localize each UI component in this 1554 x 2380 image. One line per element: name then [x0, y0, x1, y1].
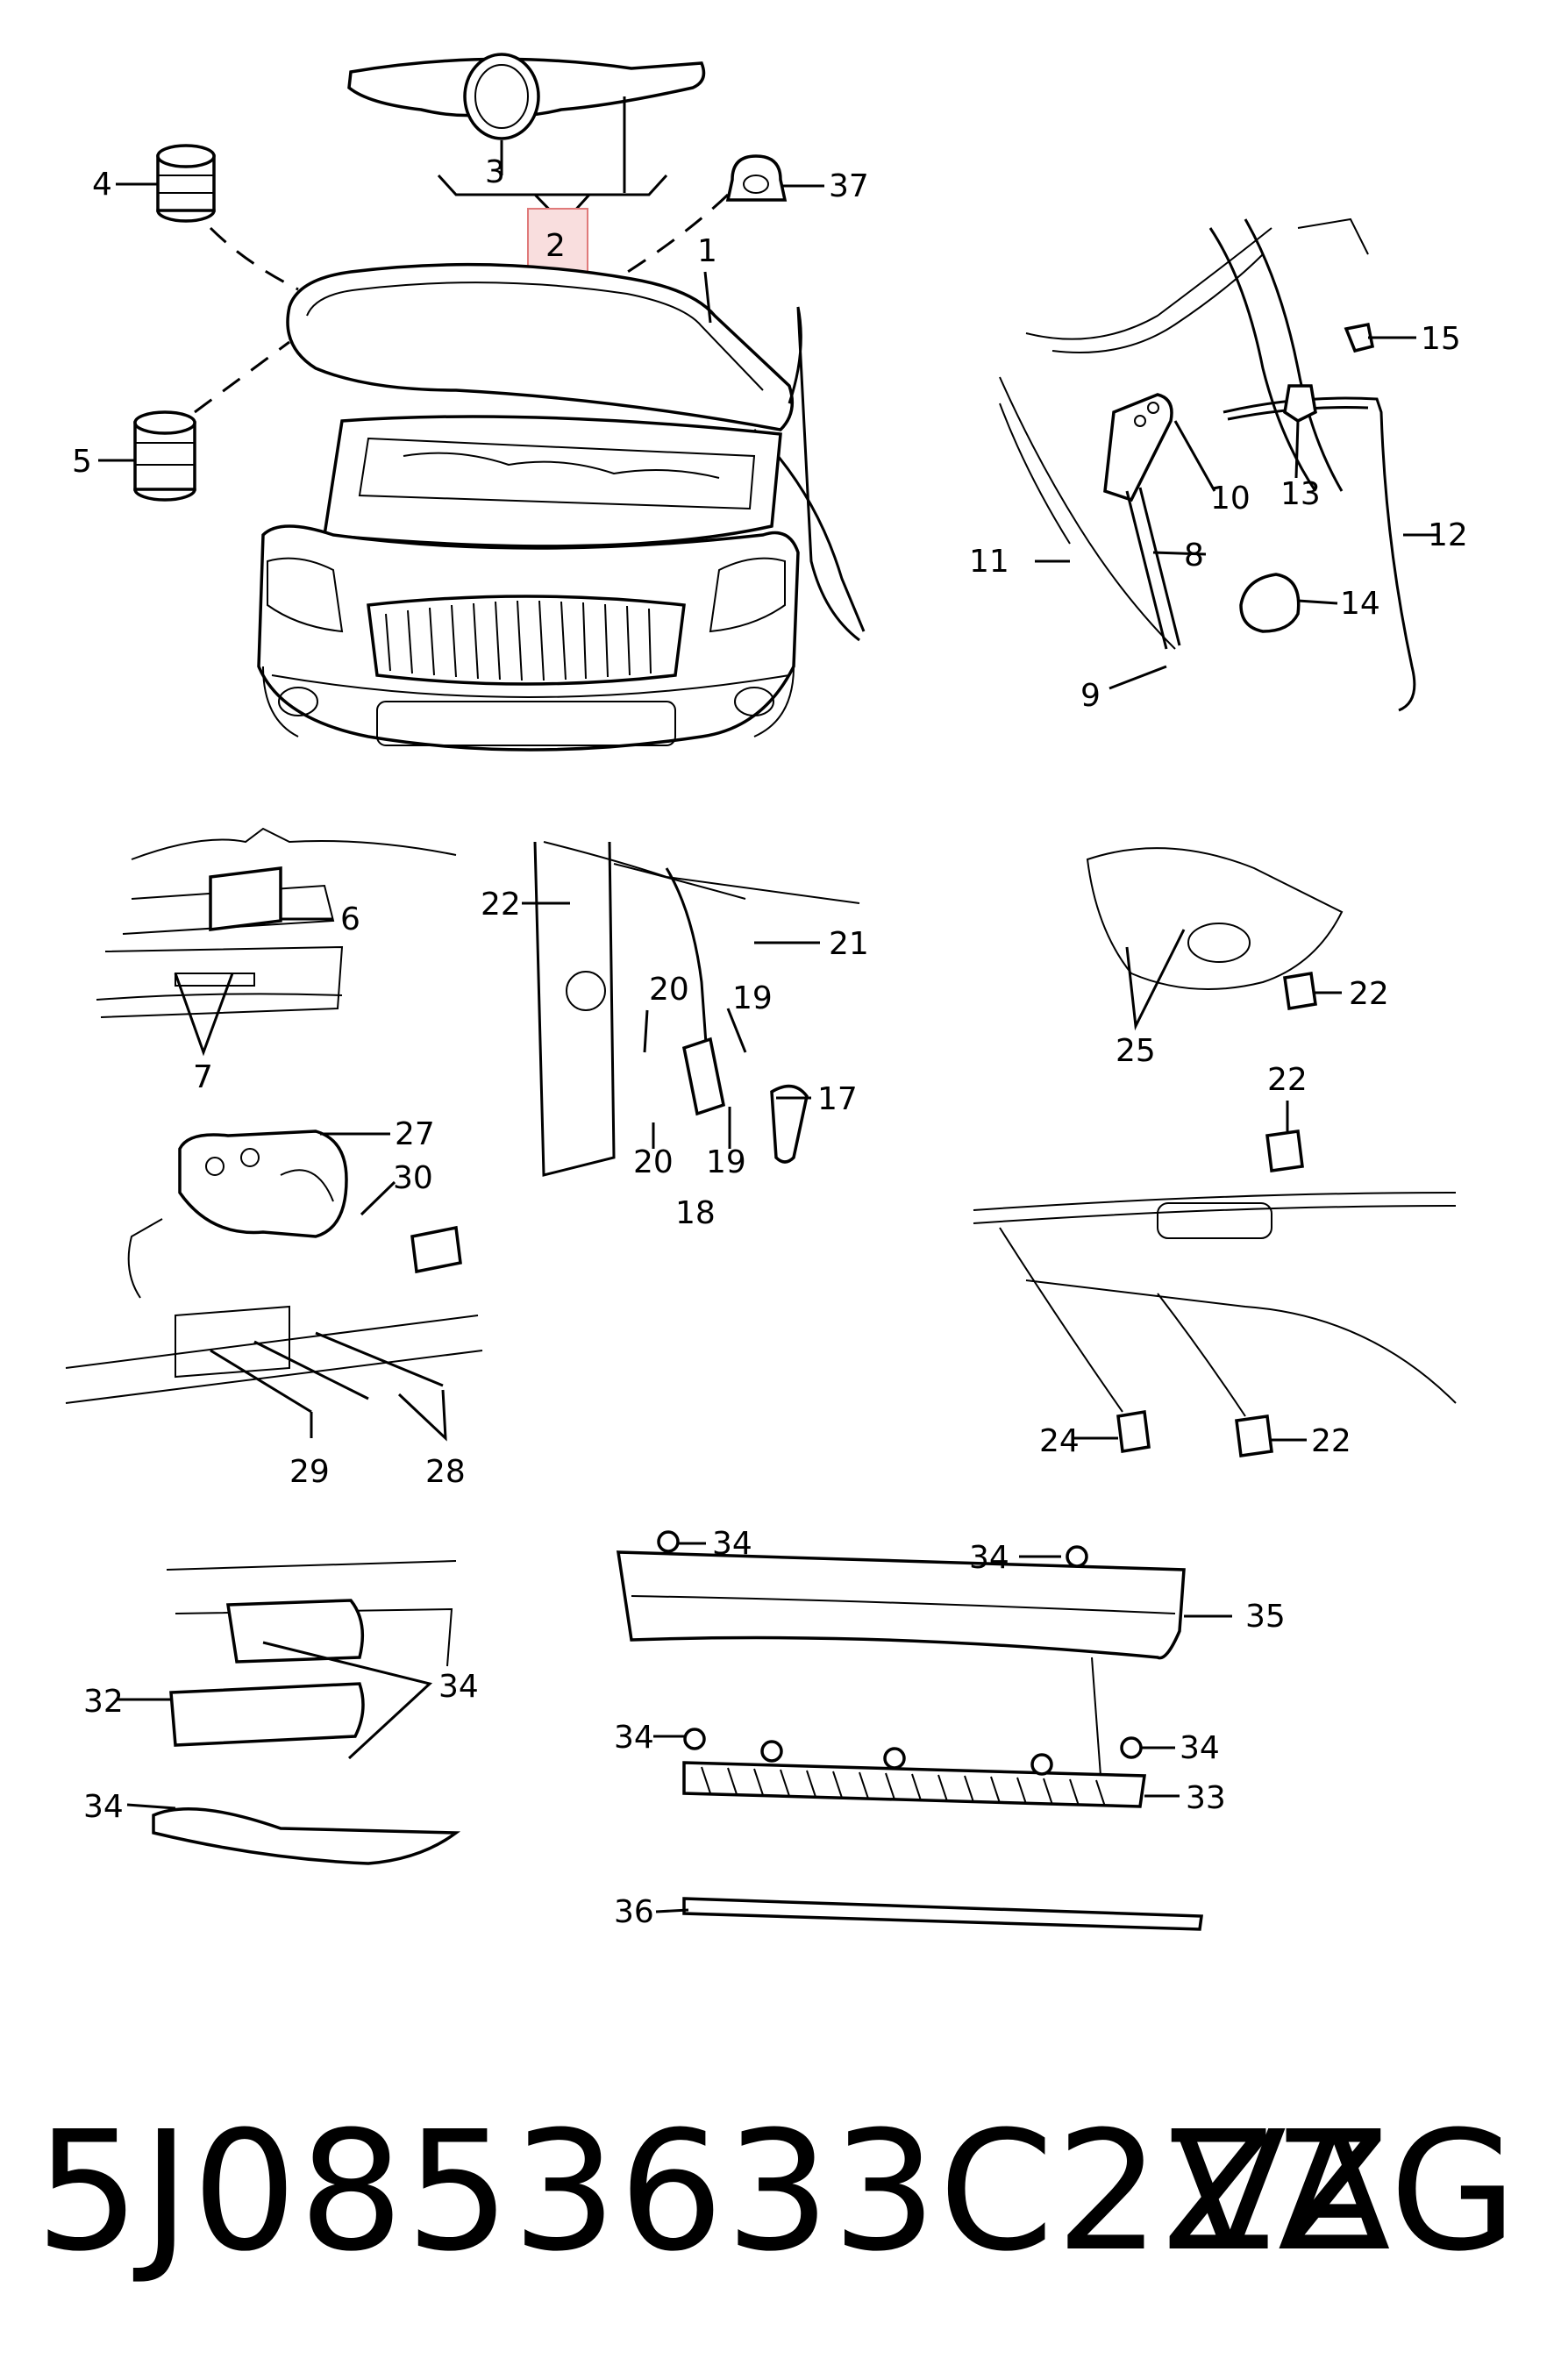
callout-34c: 34	[438, 1669, 479, 1705]
callout-34f: 34	[1180, 1730, 1220, 1766]
lock-carrier-drawing	[96, 827, 457, 1018]
leader-4-dashed	[209, 226, 299, 291]
trim-panel-drawing	[616, 1530, 1203, 1931]
brand-name: VAG	[1173, 2096, 1519, 2288]
callout-34e: 34	[614, 1720, 654, 1756]
leader-5-dashed	[194, 340, 290, 414]
callout-22d: 22	[1311, 1423, 1351, 1459]
callout-35: 35	[1245, 1599, 1286, 1635]
part-number: 5J0853633C2ZZ	[35, 2096, 1392, 2288]
callout-17: 17	[817, 1081, 858, 1117]
hood-strut-area-drawing	[999, 217, 1416, 712]
callout-37: 37	[829, 168, 869, 204]
callout-22a: 22	[481, 887, 521, 923]
callout-28: 28	[425, 1454, 466, 1490]
callout-34b: 34	[969, 1540, 1009, 1576]
callout-29: 29	[289, 1454, 330, 1490]
callout-10: 10	[1210, 481, 1251, 517]
latch-assembly-drawing	[65, 1129, 483, 1414]
callout-22c: 22	[1267, 1062, 1308, 1098]
callout-5: 5	[72, 444, 92, 480]
release-lever-drawing	[533, 841, 860, 1177]
callout-6: 6	[340, 901, 360, 937]
callout-18: 18	[675, 1195, 716, 1231]
callout-21: 21	[829, 926, 869, 962]
callout-8: 8	[1184, 538, 1204, 574]
callout-34a: 34	[712, 1526, 752, 1562]
callout-27: 27	[395, 1116, 435, 1152]
callout-32: 32	[83, 1684, 124, 1720]
callout-19b: 19	[706, 1144, 746, 1180]
callout-7: 7	[193, 1059, 213, 1095]
callout-33: 33	[1186, 1780, 1226, 1816]
callout-34d: 34	[83, 1789, 124, 1825]
callout-22b: 22	[1349, 976, 1389, 1012]
bumper-stop-4-drawing	[156, 144, 216, 223]
callout-36: 36	[614, 1894, 654, 1930]
car-front-drawing	[257, 262, 866, 752]
callout-13: 13	[1280, 476, 1321, 512]
callout-24: 24	[1039, 1423, 1080, 1459]
emblem-trim-drawing	[347, 53, 706, 140]
callout-14: 14	[1340, 586, 1380, 622]
callout-leader-lines	[98, 182, 1438, 1913]
callout-4: 4	[92, 167, 112, 203]
bumper-stop-5-drawing	[133, 410, 196, 502]
callout-20a: 20	[649, 972, 689, 1008]
callout-15: 15	[1421, 321, 1461, 357]
cowl-bracket-drawing	[1086, 847, 1344, 1011]
leader-37-dashed	[613, 193, 730, 282]
callout-11: 11	[969, 544, 1009, 580]
callout-1: 1	[697, 233, 717, 269]
callout-19a: 19	[732, 980, 773, 1016]
callout-12: 12	[1428, 517, 1468, 553]
callout-2: 2	[545, 228, 566, 264]
clip-37-drawing	[725, 154, 788, 202]
part-caption: 5J0853633C2ZZ VAG	[35, 2096, 1526, 2289]
callout-30: 30	[393, 1160, 433, 1196]
callout-9: 9	[1080, 678, 1101, 714]
callout-3: 3	[485, 154, 505, 190]
lock-plate-drawing	[152, 1560, 461, 1865]
seal-clip-area-drawing	[973, 1129, 1457, 1457]
callout-25: 25	[1116, 1033, 1156, 1069]
callout-20b: 20	[633, 1144, 674, 1180]
